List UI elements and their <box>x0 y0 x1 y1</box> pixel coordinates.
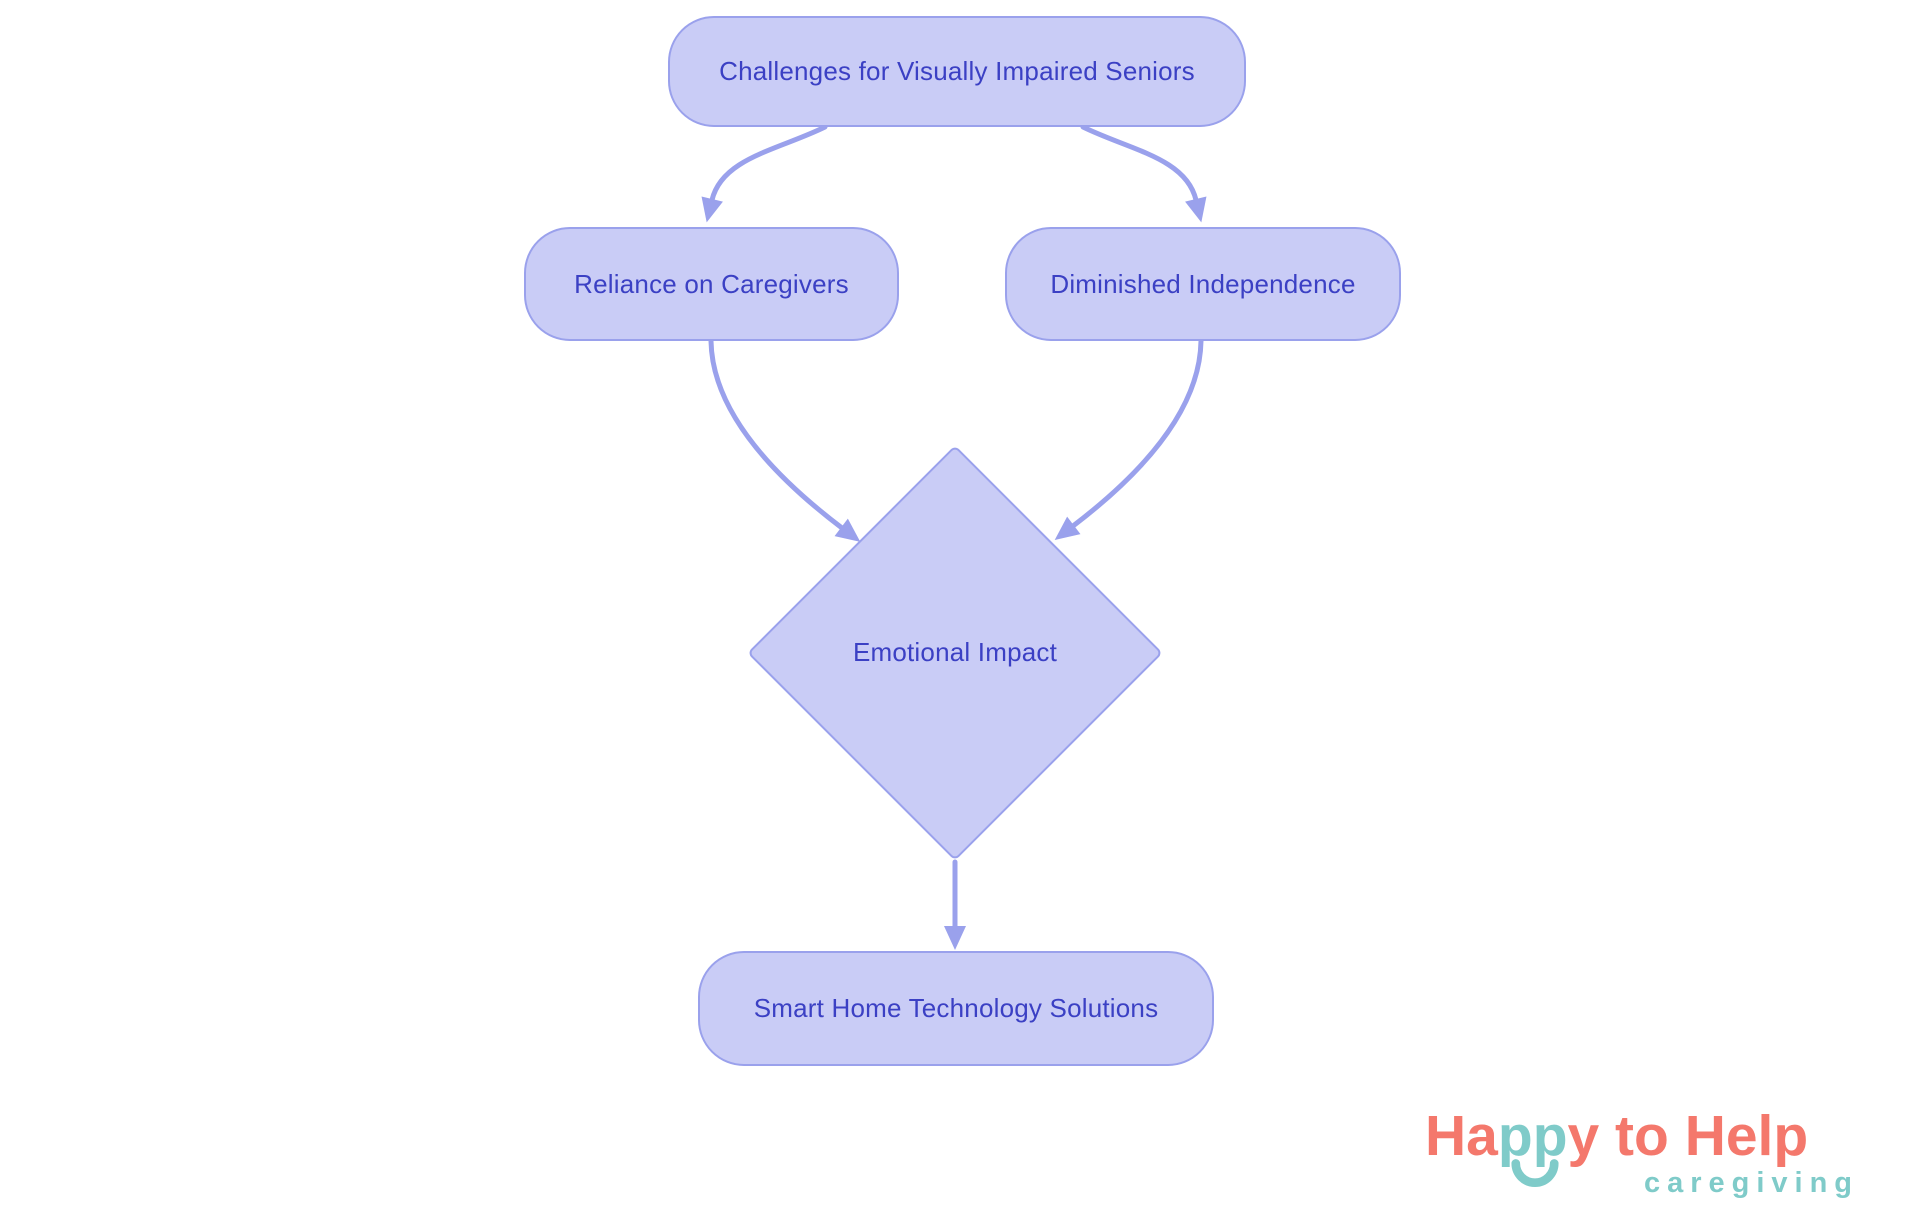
happy-to-help-logo: Happ y to Help caregiving <box>1425 1108 1895 1212</box>
logo-title-part3: y to Help <box>1567 1104 1809 1168</box>
edge-independence-to-emotional <box>1054 338 1204 540</box>
node-challenges-label: Challenges for Visually Impaired Seniors <box>719 56 1195 86</box>
node-independence: Diminished Independence <box>1005 227 1401 341</box>
node-emotional-label: Emotional Impact <box>852 637 1058 667</box>
node-challenges: Challenges for Visually Impaired Seniors <box>668 16 1246 127</box>
logo-title: Happ y to Help <box>1425 1108 1895 1187</box>
edge-challenges-to-reliance <box>701 124 828 223</box>
edge-reliance-to-emotional <box>708 338 861 542</box>
logo-title-pp: pp <box>1498 1108 1568 1187</box>
smile-arc-icon <box>1511 1159 1560 1187</box>
edge-challenges-to-independence <box>1080 124 1207 223</box>
logo-title-part2: pp <box>1497 1104 1568 1168</box>
node-reliance-label: Reliance on Caregivers <box>574 268 849 299</box>
node-solutions: Smart Home Technology Solutions <box>698 951 1214 1066</box>
logo-subtitle: caregiving <box>1643 1167 1859 1199</box>
logo-title-part1: Ha <box>1425 1104 1498 1168</box>
node-solutions-label: Smart Home Technology Solutions <box>753 993 1159 1023</box>
node-independence-label: Diminished Independence <box>1050 268 1356 299</box>
node-reliance: Reliance on Caregivers <box>524 227 899 341</box>
